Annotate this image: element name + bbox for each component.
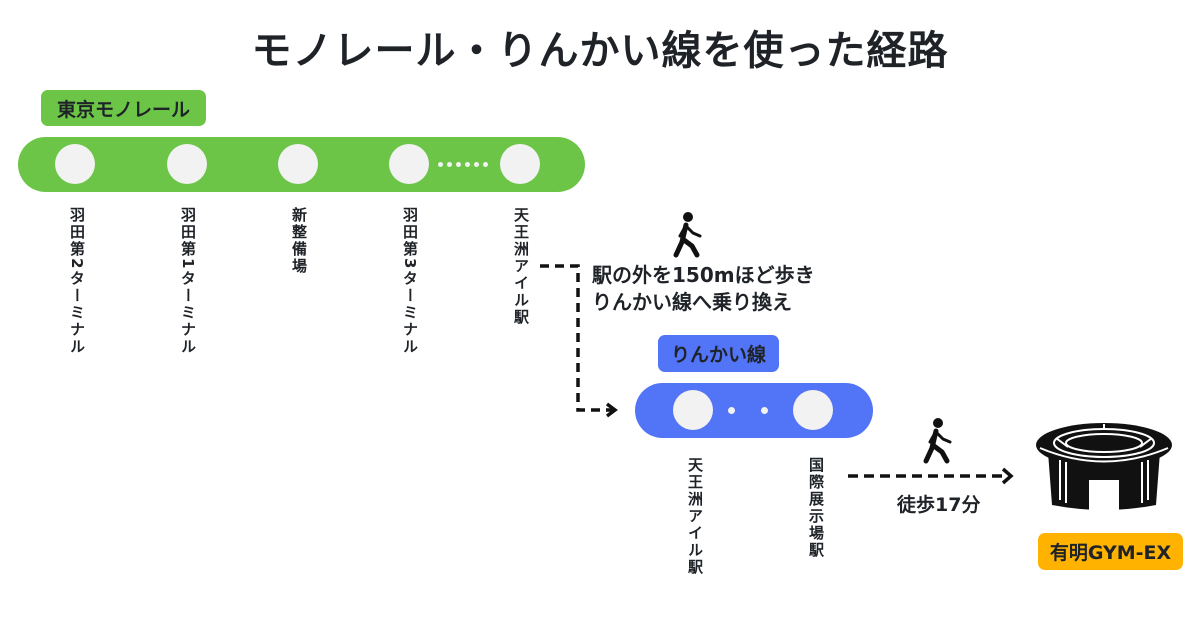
station-label: 羽田第1ターミナル [179,207,197,356]
transfer-note: 駅の外を150mほど歩き りんかい線へ乗り換え [592,262,815,316]
rinkai-line-badge: りんかい線 [658,335,779,372]
ellipsis-dot [474,162,479,167]
station-marker [55,144,95,184]
station-label: 国際展示場駅 [807,457,825,559]
ellipsis-dot [447,162,452,167]
station-label: 羽田第2ターミナル [68,207,86,356]
station-marker [278,144,318,184]
transfer-arrow [540,264,618,418]
ellipsis-dot [465,162,470,167]
ellipsis-dot [456,162,461,167]
ellipsis-dot [761,407,768,414]
transfer-note-line2: りんかい線へ乗り換え [592,290,792,314]
station-label: 羽田第3ターミナル [401,207,419,356]
stadium-icon [1036,423,1172,512]
ellipsis-dot [728,407,735,414]
station-marker [793,390,833,430]
station-marker [500,144,540,184]
station-marker [389,144,429,184]
ellipsis-dot [483,162,488,167]
walking-person-icon [673,212,702,258]
transfer-note-line1: 駅の外を150mほど歩き [592,263,815,287]
monorail-line-badge: 東京モノレール [41,90,206,126]
rinkai-line-bar [635,383,873,438]
ellipsis-dot [438,162,443,167]
station-label: 天王洲アイル駅 [512,207,530,326]
walking-person-icon [923,418,952,464]
station-marker [673,390,713,430]
walk-time-label: 徒歩17分 [897,494,981,516]
station-marker [167,144,207,184]
destination-badge: 有明GYM-EX [1038,533,1183,570]
station-label: 天王洲アイル駅 [686,457,704,576]
station-label: 新整備場 [290,207,308,275]
page-title: モノレール・りんかい線を使った経路 [251,28,949,74]
monorail-line-bar [18,137,585,192]
walk-arrow [848,467,1014,485]
